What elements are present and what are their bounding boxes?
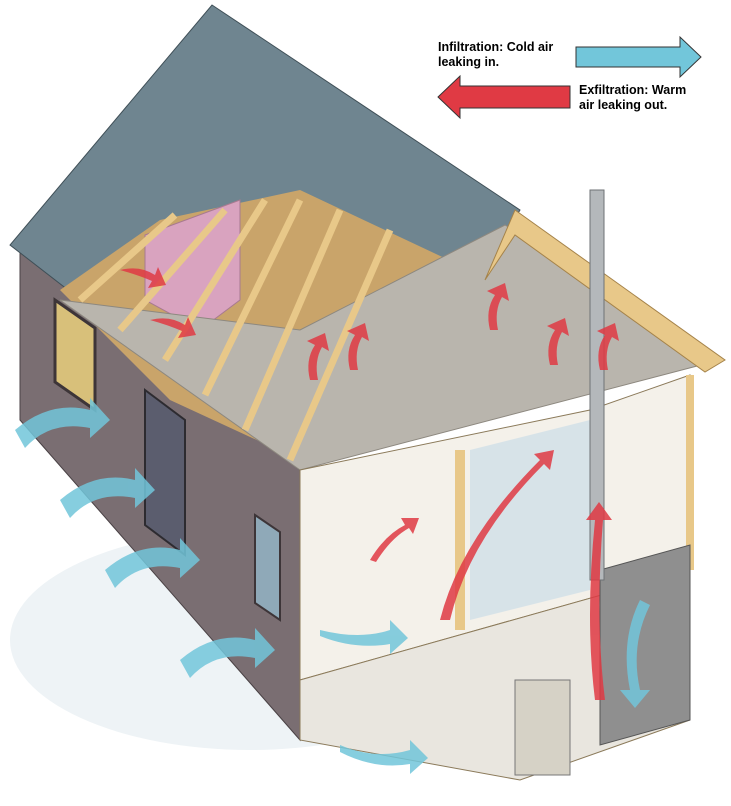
furnace	[514, 679, 571, 776]
front-window	[254, 513, 281, 622]
right-gable-frame	[484, 209, 726, 373]
infiltration-arrows	[15, 398, 650, 774]
exfiltration-legend-label: Exfiltration: Warm air leaking out.	[579, 83, 687, 112]
infiltration-legend-label: Infiltration: Cold air leaking in.	[438, 40, 554, 69]
exfiltration-arrows	[120, 267, 619, 700]
block-foundation	[599, 544, 691, 746]
bathroom	[470, 420, 590, 620]
rafters	[77, 198, 394, 462]
pink-insulation	[144, 199, 241, 331]
side-door	[144, 388, 186, 557]
